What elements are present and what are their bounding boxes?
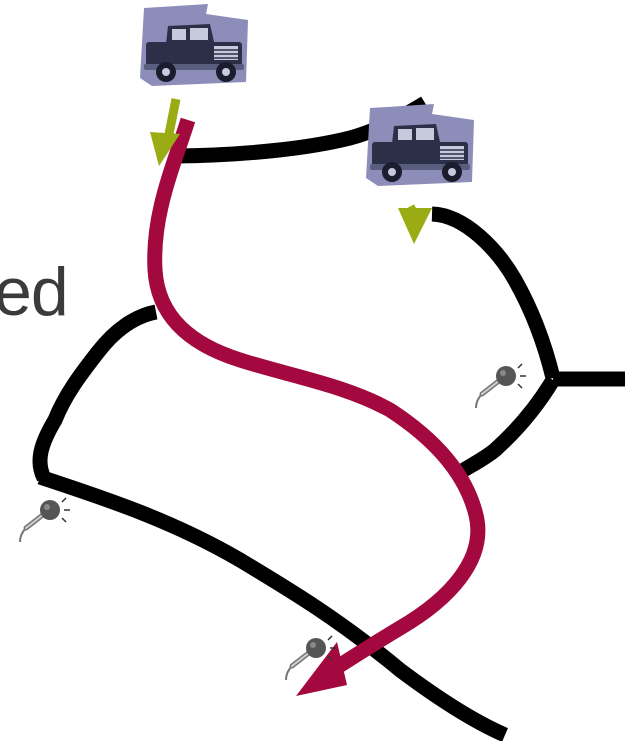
road-left-curve (40, 312, 156, 478)
direction-arrow-icon (398, 206, 432, 244)
road-junction-southwest (455, 380, 553, 476)
road-right-curve (432, 214, 553, 378)
vehicle-route-path (155, 120, 478, 675)
pickup-truck-icon (366, 104, 474, 186)
microphone-icon (20, 498, 70, 542)
partial-text-label: ed (0, 258, 68, 326)
pickup-truck-icon (140, 4, 248, 86)
microphone-icon (476, 364, 526, 408)
